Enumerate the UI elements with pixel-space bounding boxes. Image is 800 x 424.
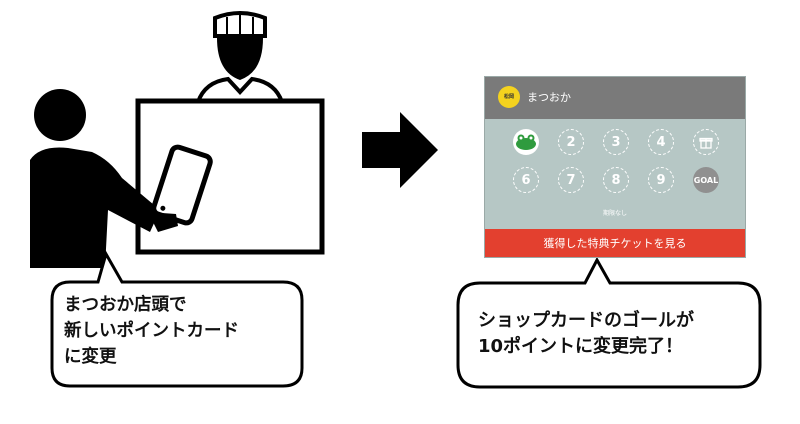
stamp-2: 2 [558,129,584,155]
stamp-6: 6 [513,167,539,193]
shopkeeper-figure [195,11,285,104]
shop-name: まつおか [527,91,571,104]
right-speech-bubble [456,256,762,389]
right-arrow-icon [362,112,438,188]
view-tickets-button[interactable]: 獲得した特典チケットを見る [485,229,745,257]
stamp-8: 8 [603,167,629,193]
stamp-7: 7 [558,167,584,193]
stamp-4: 4 [648,129,674,155]
card-header: 松岡 まつおか [485,77,745,119]
left-speech-bubble [50,250,304,388]
stamp-9: 9 [648,167,674,193]
left-callout-text: まつおか店頭で 新しいポイントカード に変更 [64,295,239,367]
shop-logo: 松岡 [498,86,520,108]
stamp-expiry-note: 期限なし [602,210,627,217]
stamp-1-frog-icon [513,129,539,155]
stamp-3: 3 [603,129,629,155]
stamp-goal: GOAL [693,167,719,193]
customer-figure [30,89,213,268]
shop-card: 松岡 まつおか 2 3 4 6 7 8 9 GOAL 期限なし 獲得した特典チケ… [484,76,746,258]
stamp-5-gift-icon [693,129,719,155]
right-callout-text: ショップカードのゴールが 10ポイントに変更完了！ [478,310,694,357]
